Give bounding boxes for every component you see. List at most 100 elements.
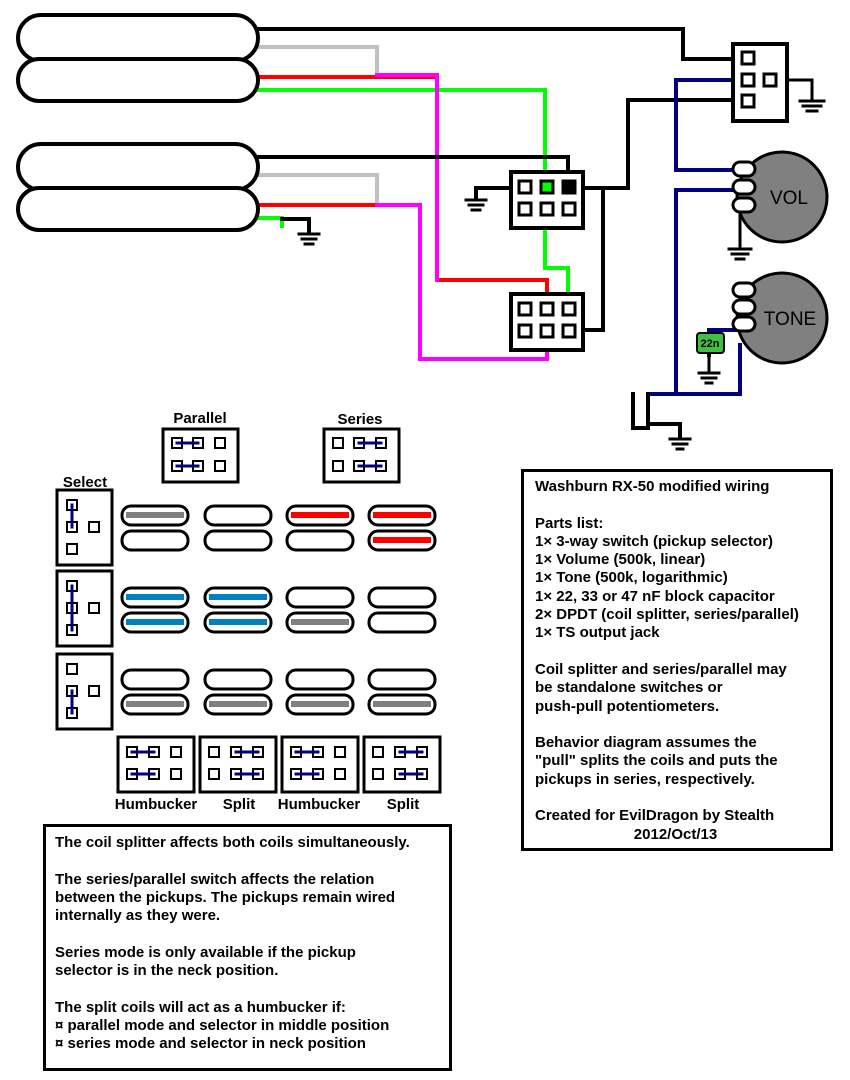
select-switch-middle [55, 569, 114, 648]
switch-label-split: Split [387, 796, 420, 813]
series-parallel-switch [509, 292, 585, 352]
coil-active-indicator [209, 619, 267, 625]
part-item: 1× 3-way switch (pickup selector) [535, 532, 774, 550]
coil-active-indicator [291, 619, 349, 625]
volume-pot [731, 150, 829, 244]
coil-active-indicator [291, 512, 349, 518]
parts-note-line: pickups in series, respectively. [535, 770, 755, 788]
parts-heading: Parts list: [535, 514, 604, 532]
coil-icon [367, 668, 437, 691]
wire-green [254, 216, 284, 228]
part-item: 1× Tone (500k, logarithmic) [535, 569, 728, 587]
bottom-switch-diagram [198, 735, 278, 794]
parts-note-line: be standalone switches or [535, 679, 723, 697]
coil-active-indicator [126, 512, 184, 518]
parts-note-line: Behavior diagram assumes the [535, 734, 757, 752]
wire-black [280, 217, 311, 234]
coil-icon [203, 504, 273, 527]
part-item: 1× Volume (500k, linear) [535, 551, 706, 569]
notes-box: The coil splitter affects both coils sim… [43, 824, 452, 1071]
parts-list-box: Washburn RX-50 modified wiring Parts lis… [521, 469, 833, 851]
note-line: The coil splitter affects both coils sim… [55, 834, 410, 851]
wire-green [254, 88, 570, 320]
note-line: Series mode is only available if the pic… [55, 943, 356, 961]
coil-icon [203, 668, 273, 691]
coil-active-indicator [373, 701, 431, 707]
part-item: 2× DPDT (coil splitter, series/parallel) [535, 606, 799, 624]
wire-gray [254, 45, 379, 75]
coil-active-indicator [373, 537, 431, 543]
coil-active-indicator [126, 619, 184, 625]
coil-active-indicator [126, 594, 184, 600]
ground-icon [668, 437, 692, 451]
wire-gray [254, 173, 379, 205]
parallel-switch-diagram [161, 427, 240, 484]
series-switch-diagram [322, 427, 401, 484]
capacitor [696, 332, 725, 354]
output-wires [646, 78, 742, 396]
coil-active-indicator [209, 701, 267, 707]
coil-icon [203, 529, 273, 552]
tone-pot [731, 271, 829, 365]
credit-line: Created for EvilDragon by Stealth [535, 807, 775, 825]
wire-red [254, 75, 549, 320]
switch-label-split: Split [223, 796, 256, 813]
coil-icon [120, 668, 190, 691]
coil-icon [285, 529, 355, 552]
ground-icon [464, 198, 488, 212]
parts-note-line: "pull" splits the coils and puts the [535, 752, 778, 770]
coil-icon [285, 668, 355, 691]
ground-icon [697, 353, 721, 385]
note-line: between the pickups. The pickups remain … [55, 888, 396, 906]
select-switch-bridge [55, 652, 114, 731]
coil-splitter-switch [509, 170, 585, 230]
wire-blue [674, 78, 742, 172]
bridge-pickup-wires [254, 27, 742, 320]
parts-note-line: push-pull potentiometers. [535, 697, 720, 715]
coil-grid [120, 504, 437, 716]
capacitor-label: 22n [701, 338, 720, 350]
coil-active-indicator [291, 701, 349, 707]
coil-active-indicator [209, 594, 267, 600]
ground-icon [297, 232, 321, 246]
wire-blue [674, 343, 742, 396]
coil-active-indicator [126, 701, 184, 707]
note-line: ¤ series mode and selector in neck posit… [55, 1035, 366, 1053]
part-item: 1× 22, 33 or 47 nF block capacitor [535, 587, 775, 605]
neck-pickup [16, 142, 260, 232]
tone-label: TONE [764, 309, 816, 330]
part-item: 1× TS output jack [535, 624, 660, 642]
coil-icon [285, 586, 355, 609]
wire-black [254, 27, 742, 61]
output-jack [631, 392, 682, 440]
ground-icon [781, 78, 826, 113]
wire-blue [646, 188, 742, 396]
bottom-switch-diagram [116, 735, 196, 794]
note-line: The series/parallel switch affects the r… [55, 870, 375, 888]
wire-black [474, 186, 524, 200]
select-label: Select [63, 474, 107, 491]
wire-black [566, 98, 742, 190]
series-label: Series [337, 411, 382, 428]
vol-label: VOL [770, 188, 808, 209]
parts-title: Washburn RX-50 modified wiring [535, 478, 770, 495]
date-line: 2012/Oct/13 [633, 825, 718, 843]
select-switch-neck [55, 488, 114, 567]
coil-icon [120, 529, 190, 552]
parallel-label: Parallel [173, 410, 226, 427]
coil-icon [367, 586, 437, 609]
bottom-switch-diagram [280, 735, 360, 794]
switch-label-humbucker: Humbucker [278, 796, 361, 813]
coil-active-indicator [373, 512, 431, 518]
note-line: ¤ parallel mode and selector in middle p… [55, 1016, 390, 1034]
bridge-pickup [16, 13, 260, 103]
note-line: The split coils will act as a humbucker … [55, 998, 346, 1016]
note-line: internally as they were. [55, 907, 221, 925]
coil-icon [367, 611, 437, 634]
pickup-selector-switch [731, 42, 789, 123]
switch-label-humbucker: Humbucker [115, 796, 198, 813]
bottom-switch-diagram [362, 735, 442, 794]
note-line: selector is in the neck position. [55, 962, 279, 980]
parts-note-line: Coil splitter and series/parallel may [535, 660, 787, 678]
